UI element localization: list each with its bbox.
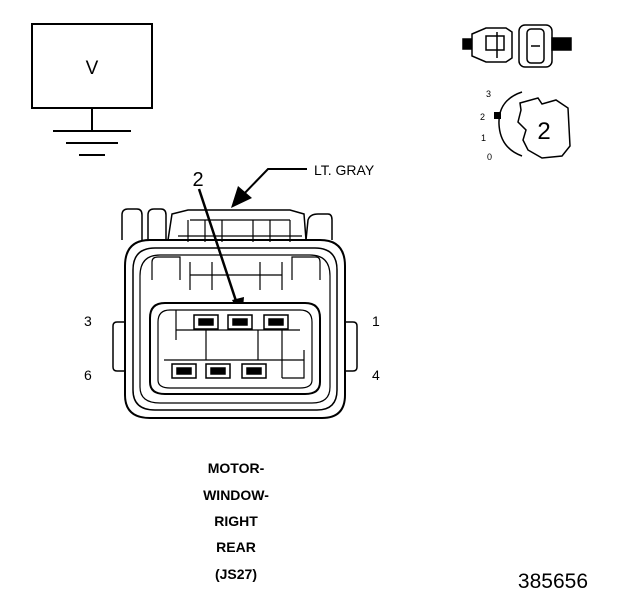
- cavity-1: [263, 314, 289, 330]
- cavity-top-row: [193, 314, 289, 330]
- component-caption: MOTOR- WINDOW- RIGHT REAR (JS27): [203, 460, 269, 582]
- caption-line-5: (JS27): [215, 566, 257, 582]
- key-position-icon: 3 2 1 0 2: [480, 89, 571, 162]
- key-position-3: 3: [486, 89, 491, 99]
- connector-color-callout: LT. GRAY: [231, 162, 375, 208]
- cavity-callout-number: 2: [192, 169, 203, 191]
- caption-line-2: WINDOW-: [203, 487, 269, 503]
- component-symbol-label: V: [86, 58, 99, 79]
- cavity-5: [205, 363, 231, 379]
- key-position-0: 0: [487, 152, 492, 162]
- cavity-6: [171, 363, 197, 379]
- pin-label-1: 1: [372, 313, 380, 329]
- caption-line-1: MOTOR-: [208, 460, 265, 476]
- cavity-2: [227, 314, 253, 330]
- connector-color-label: LT. GRAY: [314, 162, 375, 178]
- cavity-bottom-row: [171, 363, 267, 379]
- cavity-4: [241, 363, 267, 379]
- key-position-1: 1: [481, 133, 486, 143]
- cavity-3: [193, 314, 219, 330]
- connector-face: [112, 208, 358, 419]
- key-number: 2: [537, 118, 550, 145]
- key-position-2: 2: [480, 112, 485, 122]
- pin-label-3: 3: [84, 313, 92, 329]
- connector-side-view-icon: [462, 24, 572, 68]
- pin-label-6: 6: [84, 367, 92, 383]
- caption-line-4: REAR: [216, 539, 256, 555]
- caption-line-3: RIGHT: [214, 513, 258, 529]
- figure-number: 385656: [518, 570, 588, 593]
- pin-label-4: 4: [372, 367, 380, 383]
- ground-icon: [53, 130, 131, 156]
- component-symbol: V: [31, 23, 153, 156]
